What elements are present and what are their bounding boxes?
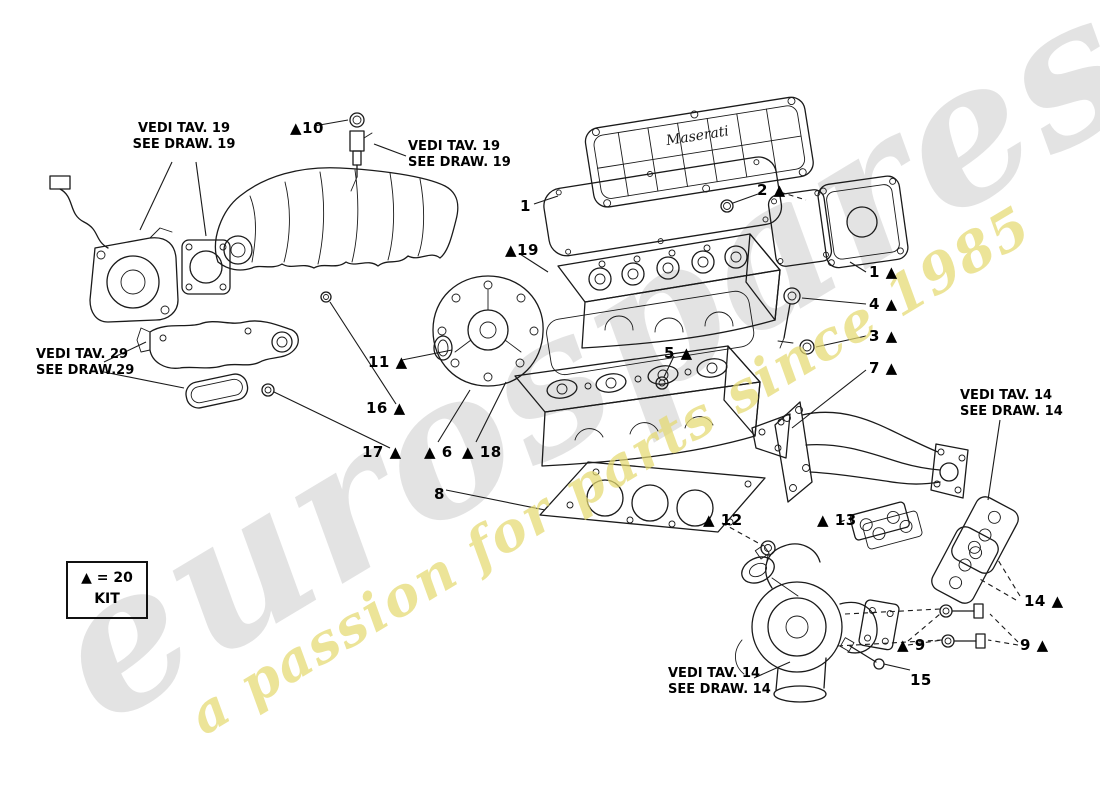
ref-draw-19-left: VEDI TAV. 19 SEE DRAW. 19 xyxy=(128,121,240,154)
callout-10: ▲10 xyxy=(290,119,324,137)
callout-19: ▲19 xyxy=(505,241,539,259)
banjo-fitting-12 xyxy=(754,540,776,567)
o-ring-2 xyxy=(720,199,734,213)
ref-line: VEDI TAV. 19 xyxy=(137,121,231,136)
ref-line: SEE DRAW. 19 xyxy=(132,137,236,153)
ref-line: SEE DRAW.29 xyxy=(36,363,135,379)
o-ring-17 xyxy=(261,383,275,397)
callout-4: 4 ▲ xyxy=(869,295,898,313)
leader-lines xyxy=(103,119,1021,679)
cam-cover-gasket xyxy=(543,156,783,257)
callout-13: ▲ 13 xyxy=(817,511,857,529)
callout-2: 2 ▲ xyxy=(757,181,786,199)
callout-15: 15 xyxy=(910,671,932,689)
cylinder-head-upper xyxy=(557,233,781,349)
ref-draw-14-right: VEDI TAV. 14 SEE DRAW. 14 xyxy=(960,388,1063,421)
callout-17: 17 ▲ xyxy=(362,443,402,461)
callout-9-right: 9 ▲ xyxy=(1020,636,1049,654)
timing-cover xyxy=(817,175,909,269)
exhaust-gasket-plates xyxy=(931,496,1019,604)
fuel-injector xyxy=(320,112,373,303)
kit-legend-symbol: ▲ = 20 xyxy=(81,570,133,586)
intake-plenum xyxy=(214,167,459,271)
water-manifold-gasket xyxy=(185,373,249,409)
ref-line: SEE DRAW. 14 xyxy=(960,404,1063,420)
callout-5: 5 ▲ xyxy=(664,344,693,362)
ref-draw-14-bottom: VEDI TAV. 14 SEE DRAW. 14 xyxy=(668,666,771,699)
callout-9-left: ▲ 9 xyxy=(897,636,926,654)
kit-legend: ▲ = 20 KIT xyxy=(66,561,148,619)
gasket-pair-13 xyxy=(849,501,923,550)
exhaust-manifold xyxy=(774,401,969,503)
callout-12: ▲ 12 xyxy=(703,511,743,529)
callout-8: 8 xyxy=(434,485,445,503)
oil-fittings-9 xyxy=(939,603,986,649)
callout-3: 3 ▲ xyxy=(869,327,898,345)
ref-draw-19-right: VEDI TAV. 19 SEE DRAW. 19 xyxy=(408,139,511,172)
throttle-body xyxy=(49,175,179,323)
cam-cover-script: Maserati xyxy=(664,123,730,149)
callout-7: 7 ▲ xyxy=(869,359,898,377)
callout-16: 16 ▲ xyxy=(366,399,406,417)
kit-legend-label: KIT xyxy=(94,591,120,607)
callout-1-right: 1 ▲ xyxy=(869,263,898,281)
ref-line: VEDI TAV. 14 xyxy=(960,388,1053,403)
water-manifold xyxy=(136,320,299,369)
callout-6: ▲ 6 xyxy=(424,443,453,461)
head-gasket xyxy=(539,461,766,533)
ref-line: VEDI TAV. 19 xyxy=(408,139,501,154)
cam-cover-gasket-2 xyxy=(546,290,755,376)
ref-draw-29: VEDI TAV. 29 SEE DRAW.29 xyxy=(36,347,134,380)
ref-line: VEDI TAV. 14 xyxy=(668,666,761,681)
ref-line: VEDI TAV. 29 xyxy=(36,347,129,362)
breather-plug xyxy=(777,287,801,349)
turbocharger xyxy=(735,543,900,703)
ref-line: SEE DRAW. 14 xyxy=(668,682,771,698)
o-ring-3 xyxy=(799,339,815,355)
throttle-gasket xyxy=(181,239,231,295)
callout-11: 11 ▲ xyxy=(368,353,408,371)
front-cover-oval-gasket xyxy=(433,335,453,361)
ref-line: SEE DRAW. 19 xyxy=(408,155,511,171)
callout-14: 14 ▲ xyxy=(1024,592,1064,610)
callout-1-gasket: 1 xyxy=(520,197,531,215)
front-cover-plate xyxy=(432,275,544,387)
stud-15 xyxy=(839,637,885,670)
cylinder-head-lower xyxy=(514,345,761,467)
callout-18: ▲ 18 xyxy=(462,443,502,461)
